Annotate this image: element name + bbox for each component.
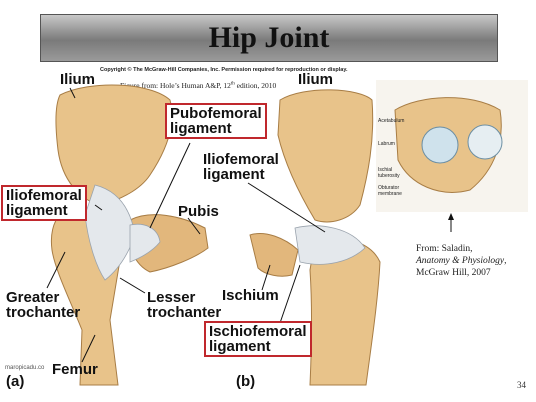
label-iliofemoral-a-line1: Iliofemoral [6,187,82,204]
label-ischiofemoral-ligament: Ischiofemoral ligament [204,321,312,357]
iliofemoral-ligament-a [84,184,136,281]
saladin-citation: From: Saladin, Anatomy & Physiology, McG… [416,244,526,280]
inset-femoral-head [467,124,503,160]
leader-ischium [261,264,271,291]
citation-book-title: Anatomy & Physiology [416,255,505,266]
credit-sup: th [230,81,235,87]
label-femur: Femur [52,361,98,378]
label-pubofemoral-line1: Pubofemoral [170,105,262,122]
label-greater-line2: trochanter [6,304,81,321]
label-ischiofemoral-line2: ligament [209,338,271,355]
title-bar: Hip Joint [40,14,498,62]
figure-credit: Figure from: Hole’s Human A&P, 12th edit… [120,81,276,90]
label-lesser-trochanter: Lesser trochanter [147,290,221,320]
label-panel-b: (b) [236,373,256,390]
inset-label-ischial-line2: tuberosity [378,172,400,179]
ischiofemoral-ligament-b [294,225,366,265]
label-lesser-line2: trochanter [147,304,222,321]
label-pubofemoral-line2: ligament [170,120,232,137]
leader-ilium-a [69,87,76,99]
credit-prefix: Figure from: Hole’s Human A&P, 12 [120,81,231,90]
citation-rest: , McGraw Hill, 2007 [416,255,507,278]
inset-label-obturator-line1: Obturator [378,185,400,191]
ilium-b-bone [277,89,374,223]
label-iliofemoral-b-line2: ligament [203,166,265,183]
label-greater-line1: Greater [6,289,60,306]
leader-ischiofemoral [279,264,301,324]
leader-iliofemoral-a [94,204,103,211]
label-ischiofemoral-line1: Ischiofemoral [209,323,307,340]
label-greater-trochanter: Greater trochanter [6,290,80,320]
label-iliofemoral-ligament-a: Iliofemoral ligament [1,185,87,221]
leader-iliofemoral-b [247,182,326,233]
credit-suffix: edition, 2010 [234,81,277,90]
inset-label-obturator-line2: membrane [378,190,402,197]
page-title: Hip Joint [208,21,330,54]
leader-lines [46,87,452,363]
label-pubis: Pubis [178,203,219,220]
label-ischium: Ischium [222,287,279,304]
inset-label-acetabulum: Acetabulum [378,118,405,124]
label-ilium-a: Ilium [60,71,96,88]
watermark: maropicadu.co [5,365,45,371]
leader-pubis [187,217,201,235]
ilium-a-bone [55,84,173,206]
inset-label-labrum: Labrum [378,141,395,147]
inset-label-ischial-line1: Ischial [378,167,393,173]
label-ilium-b: Ilium [298,71,334,88]
page-number: 34 [517,380,526,390]
label-iliofemoral-ligament-b: Iliofemoral ligament [203,152,279,182]
leader-greater-trochanter [46,251,66,289]
citation-line1: From: Saladin, [416,244,473,254]
inset-label-ischial-tuberosity: Ischial tuberosity [378,167,400,179]
copyright-notice: Copyright © The McGraw-Hill Companies, I… [100,67,348,73]
label-panel-a: (a) [6,373,25,390]
pubofemoral-ligament-a [129,223,161,263]
ischium-b-bone [249,233,299,277]
leader-lesser-trochanter [119,277,146,294]
inset-arrow-head [448,213,454,220]
inset-label-obturator-membrane: Obturator membrane [378,185,402,197]
label-iliofemoral-a-line2: ligament [6,202,68,219]
label-iliofemoral-b-line1: Iliofemoral [203,151,279,168]
leader-femur [81,334,96,363]
inset-acetabulum [421,126,459,164]
label-pubofemoral-ligament: Pubofemoral ligament [165,103,267,139]
leader-pubofemoral [149,142,191,229]
label-lesser-line1: Lesser [147,289,196,306]
